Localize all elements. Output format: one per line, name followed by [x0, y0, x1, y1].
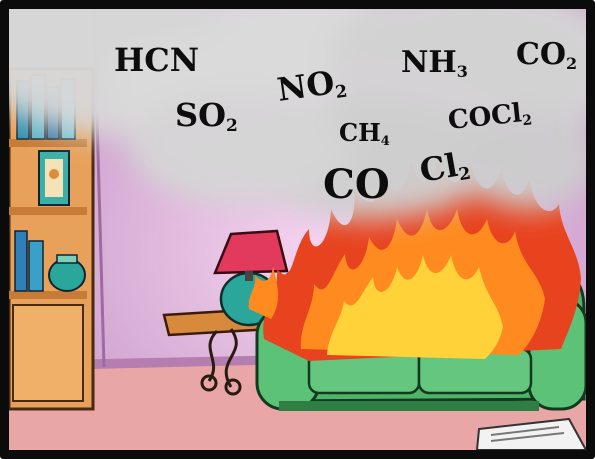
- gas-label-co: CO: [323, 161, 390, 208]
- gas-labels: HCN SO2 NO2 NH3 CO2 CH4 COCl2 CO Cl2: [114, 37, 577, 208]
- fire-flames: [248, 159, 581, 361]
- gas-label-cl2: Cl2: [417, 144, 473, 192]
- smoke-cloud: [9, 9, 586, 219]
- gas-label-co2: CO2: [516, 37, 577, 73]
- gas-label-ch4: CH4: [339, 118, 390, 149]
- gas-label-no2: NO2: [275, 62, 349, 111]
- gas-label-so2: SO2: [175, 96, 238, 136]
- gas-label-nh3: NH3: [401, 45, 468, 81]
- house-fire-scene: HCN SO2 NO2 NH3 CO2 CH4 COCl2 CO Cl2: [9, 9, 586, 450]
- gas-label-hcn: HCN: [114, 41, 199, 79]
- newspaper: [475, 417, 586, 450]
